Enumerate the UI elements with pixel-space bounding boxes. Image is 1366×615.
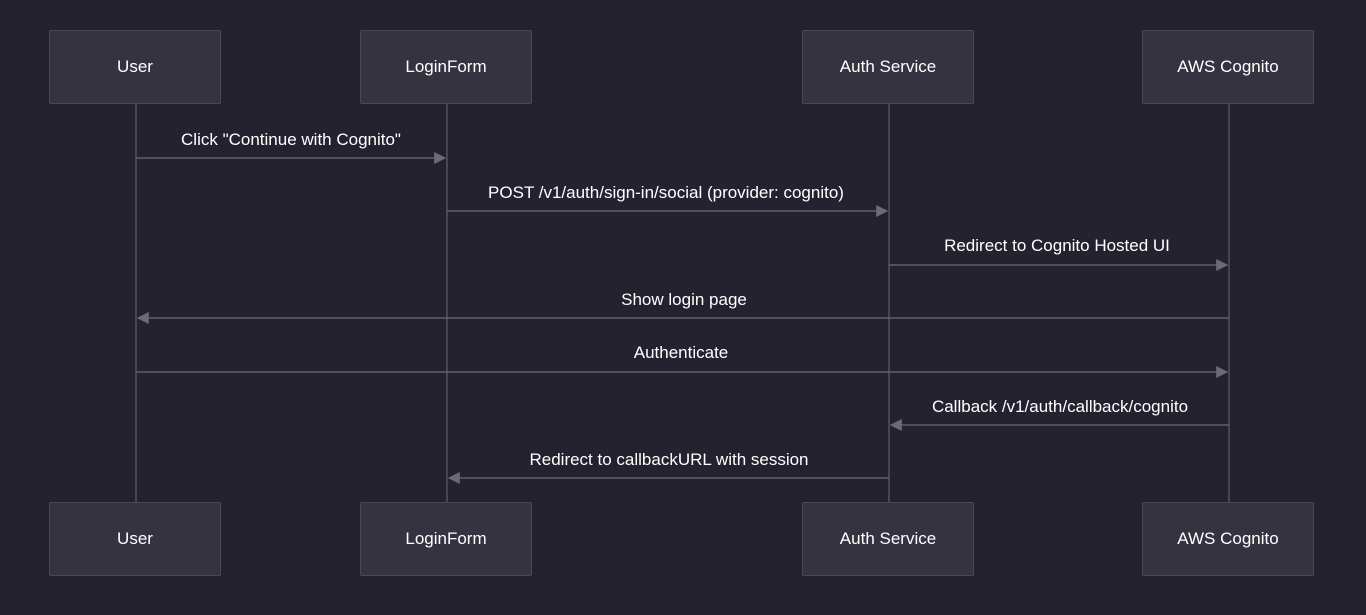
actor-label: LoginForm xyxy=(405,529,487,548)
message-label-6: Callback /v1/auth/callback/cognito xyxy=(931,397,1189,416)
message-label-4: Show login page xyxy=(621,290,747,309)
actor-bottom-loginform: LoginForm xyxy=(360,502,532,576)
actor-top-loginform: LoginForm xyxy=(360,30,532,104)
message-label-5: Authenticate xyxy=(633,343,729,362)
message-label-1: Click "Continue with Cognito" xyxy=(181,130,401,149)
actor-label: Auth Service xyxy=(839,529,937,548)
actor-bottom-user: User xyxy=(49,502,221,576)
message-label-7: Redirect to callbackURL with session xyxy=(529,450,809,469)
actor-bottom-aws-cognito: AWS Cognito xyxy=(1142,502,1314,576)
actor-bottom-auth-service: Auth Service xyxy=(802,502,974,576)
actor-label: User xyxy=(117,529,153,548)
actor-top-auth-service: Auth Service xyxy=(802,30,974,104)
actor-label: Auth Service xyxy=(839,57,937,76)
actor-label: LoginForm xyxy=(405,57,487,76)
message-label-2: POST /v1/auth/sign-in/social (provider: … xyxy=(488,183,844,202)
message-label-3: Redirect to Cognito Hosted UI xyxy=(944,236,1170,255)
actor-top-aws-cognito: AWS Cognito xyxy=(1142,30,1314,104)
actor-label: AWS Cognito xyxy=(1177,529,1279,548)
actor-label: User xyxy=(117,57,153,76)
actor-top-user: User xyxy=(49,30,221,104)
actor-label: AWS Cognito xyxy=(1177,57,1279,76)
